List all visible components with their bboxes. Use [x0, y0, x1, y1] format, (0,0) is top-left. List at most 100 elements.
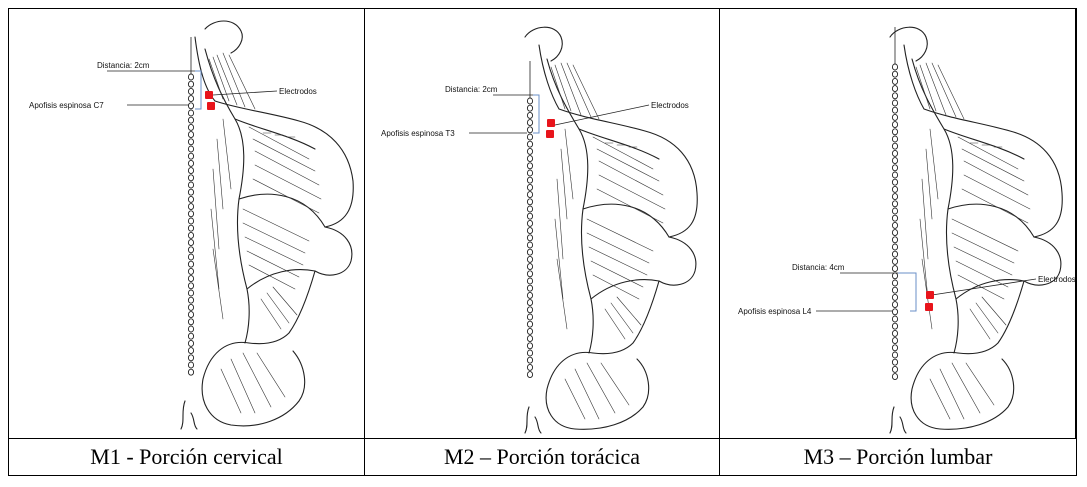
vertebra [188, 139, 193, 145]
vertebra [527, 235, 532, 241]
vertebra [527, 177, 532, 183]
caption-m1: M1 - Porción cervical [9, 439, 365, 475]
spine-vertebrae [892, 27, 897, 380]
electrode-lower [925, 303, 933, 311]
vertebra [188, 117, 193, 123]
vertebra [527, 105, 532, 111]
vertebra [188, 247, 193, 253]
vertebra [892, 143, 897, 149]
vertebra [527, 314, 532, 320]
vertebra [527, 242, 532, 248]
back-muscle-drawing-m1: Distancia: 2cm Apofisis espinosa C7 Elec… [9, 9, 365, 439]
vertebra [527, 300, 532, 306]
vertebra [527, 350, 532, 356]
vertebra [527, 220, 532, 226]
vertebra [188, 74, 193, 80]
vertebra [188, 153, 193, 159]
vertebra [892, 208, 897, 214]
vertebra [892, 309, 897, 315]
vertebra [188, 355, 193, 361]
vertebra [188, 326, 193, 332]
vertebra [892, 150, 897, 156]
vertebra [527, 278, 532, 284]
distance-label: Distancia: 4cm [792, 263, 845, 272]
vertebra [892, 323, 897, 329]
vertebra [188, 268, 193, 274]
vertebra [892, 107, 897, 113]
vertebra [527, 120, 532, 126]
vertebra [188, 204, 193, 210]
electrodes-label: Electrodos [279, 87, 317, 96]
electrode-upper [205, 91, 213, 99]
vertebra [527, 192, 532, 198]
vertebra [527, 206, 532, 212]
back-muscle-drawing-m2: Distancia: 2cm Apofisis espinosa T3 Elec… [365, 9, 720, 439]
distance-bracket [195, 71, 201, 109]
vertebra [188, 312, 193, 318]
electrodes-label: Electrodos [651, 101, 689, 110]
vertebra [188, 88, 193, 94]
vertebra [892, 294, 897, 300]
vertebra [527, 249, 532, 255]
vertebra [892, 273, 897, 279]
vertebra [527, 256, 532, 262]
vertebra [892, 136, 897, 142]
vertebra [188, 168, 193, 174]
vertebra [892, 93, 897, 99]
distance-label: Distancia: 2cm [97, 61, 150, 70]
vertebra [892, 114, 897, 120]
vertebra [188, 175, 193, 181]
vertebra [892, 359, 897, 365]
electrodes-label: Electrodos [1038, 275, 1076, 284]
panel-m1-illustration: Distancia: 2cm Apofisis espinosa C7 Elec… [9, 9, 365, 439]
vertebra [892, 215, 897, 221]
vertebra [892, 302, 897, 308]
vertebra [892, 201, 897, 207]
anatomy-outline [890, 27, 1062, 433]
vertebra [188, 261, 193, 267]
vertebra [892, 316, 897, 322]
spine-label: Apofisis espinosa T3 [381, 129, 455, 138]
vertebra [188, 319, 193, 325]
vertebra [188, 297, 193, 303]
vertebra [188, 240, 193, 246]
vertebra [188, 189, 193, 195]
vertebra [188, 304, 193, 310]
vertebra [892, 172, 897, 178]
vertebra [892, 179, 897, 185]
vertebra [188, 211, 193, 217]
vertebra [892, 287, 897, 293]
vertebra [188, 182, 193, 188]
vertebra [892, 258, 897, 264]
caption-m3: M3 – Porción lumbar [720, 439, 1076, 475]
vertebra [188, 103, 193, 109]
vertebra [892, 266, 897, 272]
distance-bracket [533, 95, 539, 133]
vertebra [527, 336, 532, 342]
electrode-lower [546, 130, 554, 138]
vertebra [527, 148, 532, 154]
vertebra [892, 237, 897, 243]
vertebra [892, 374, 897, 380]
vertebra [892, 165, 897, 171]
vertebra [527, 271, 532, 277]
vertebra [188, 340, 193, 346]
caption-m2: M2 – Porción torácica [365, 439, 720, 475]
spine-label: Apofisis espinosa L4 [738, 307, 812, 316]
panel-m2-illustration: Distancia: 2cm Apofisis espinosa T3 Elec… [365, 9, 720, 439]
vertebra [527, 156, 532, 162]
vertebra [527, 364, 532, 370]
vertebra [527, 199, 532, 205]
vertebra [527, 163, 532, 169]
vertebra [188, 254, 193, 260]
spine-vertebrae [527, 61, 532, 378]
vertebra [527, 285, 532, 291]
vertebra [188, 110, 193, 116]
distance-bracket [898, 273, 916, 311]
vertebra [892, 280, 897, 286]
vertebra [527, 170, 532, 176]
spine-label: Apofisis espinosa C7 [29, 101, 104, 110]
vertebra [892, 71, 897, 77]
spine-vertebrae [188, 37, 193, 375]
electrode-upper [547, 119, 555, 127]
